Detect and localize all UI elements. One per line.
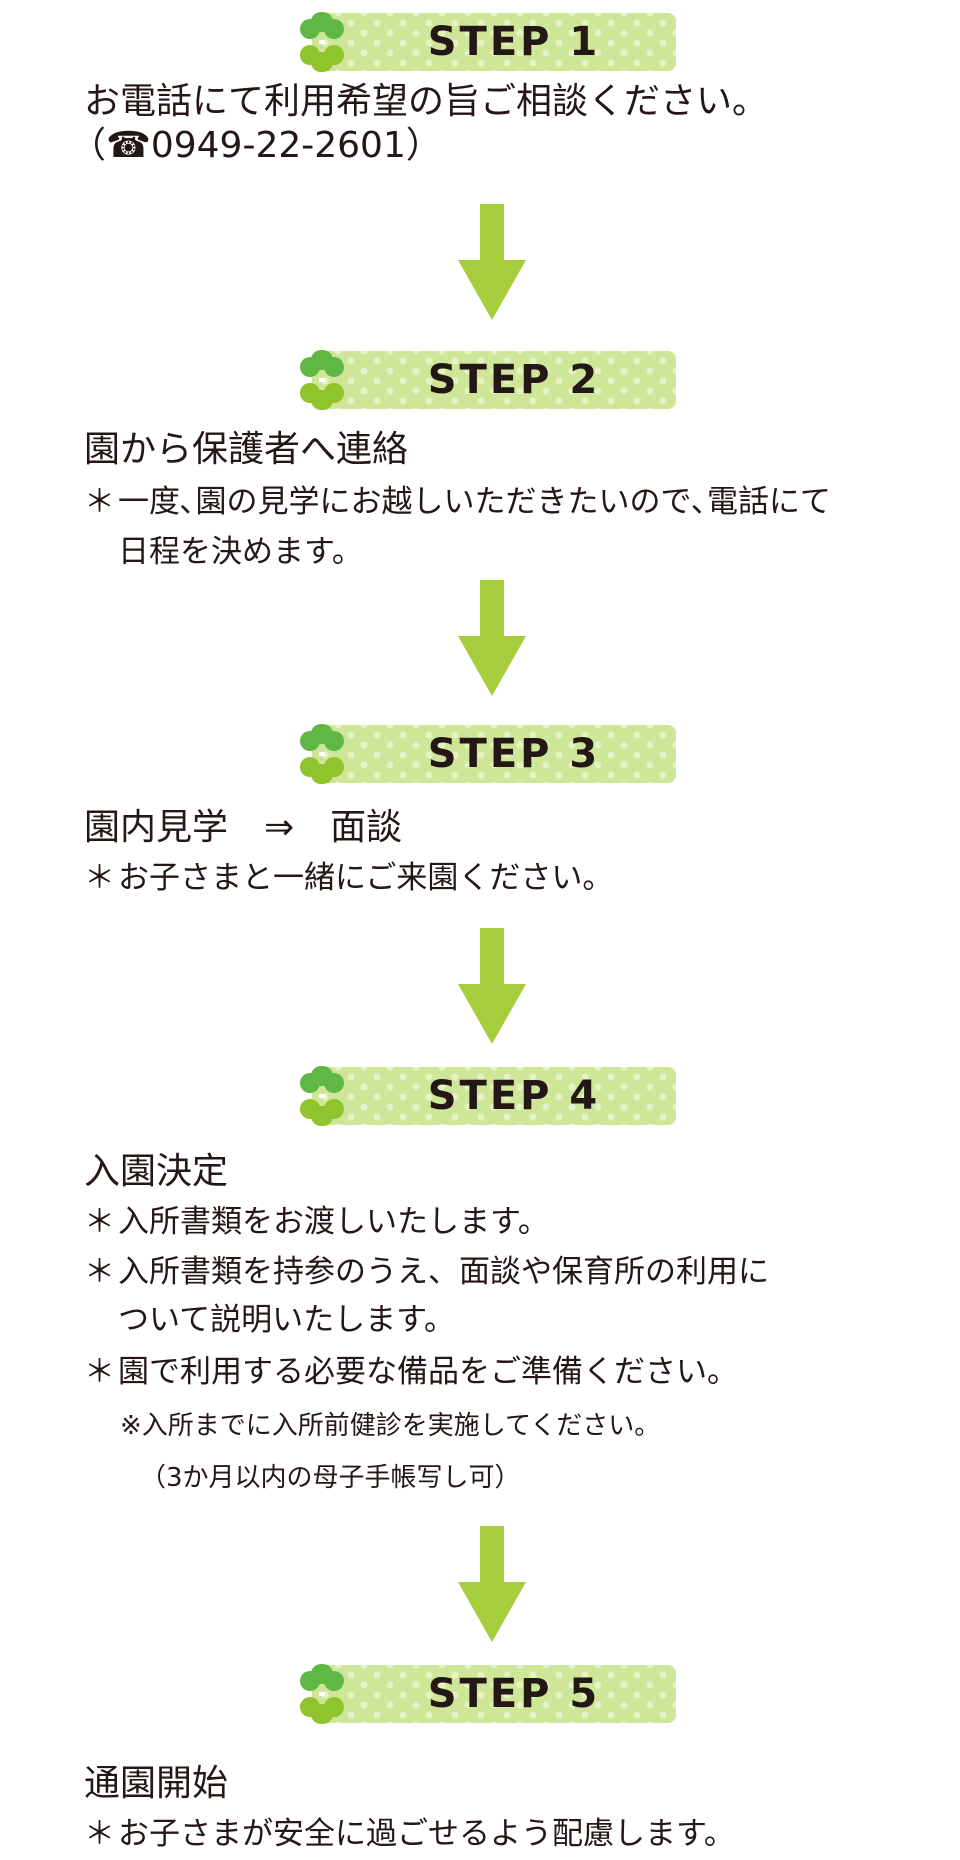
step-label: STEP 1 [427, 19, 601, 65]
note-mark: ＊ [84, 484, 115, 520]
step-2-heading: 園から保護者へ連絡 [84, 429, 409, 470]
step-4-heading: 入園決定 [84, 1151, 229, 1192]
arrow-down-icon [458, 1526, 526, 1642]
step-4-note-1: ＊入所書類をお渡しいたします。 [84, 1200, 549, 1244]
step-2-note: ＊一度､園の見学にお越しいただきたいので､電話にて [84, 480, 831, 524]
step-4-note-2-cont: ついて説明いたします。 [118, 1302, 455, 1338]
step-label: STEP 3 [427, 731, 601, 777]
step-2-banner: STEP 2 [290, 350, 678, 410]
step-3-note: ＊お子さまと一緒にご来園ください。 [84, 856, 613, 900]
step-4-banner: STEP 4 [290, 1066, 678, 1126]
step-banner-bar [312, 725, 676, 783]
step-label: STEP 4 [427, 1073, 601, 1119]
step-5-banner: STEP 5 [290, 1664, 678, 1724]
step-4-note-3: ＊園で利用する必要な備品をご準備ください。 [84, 1350, 738, 1394]
step-3-banner: STEP 3 [290, 724, 678, 784]
arrow-down-icon [458, 928, 526, 1044]
note-mark: ＊ [84, 1254, 115, 1290]
step-5-note: ＊お子さまが安全に過ごせるよう配慮します。 [84, 1812, 735, 1856]
arrow-down-icon [458, 580, 526, 696]
note-mark: ＊ [84, 860, 115, 896]
step-1-instruction: お電話にて利用希望の旨ご相談ください。 [84, 81, 769, 122]
note-text: 園で利用する必要な備品をご準備ください。 [118, 1354, 738, 1390]
step-label: STEP 5 [427, 1671, 601, 1717]
step-banner-bar [312, 351, 676, 409]
step-2-note-cont: 日程を決めます。 [118, 534, 363, 570]
clover-icon [300, 12, 344, 72]
step-5-heading: 通園開始 [84, 1763, 229, 1804]
clover-icon [300, 1066, 344, 1126]
sub-note-mark: ※ [120, 1411, 142, 1441]
arrow-down-icon [458, 204, 526, 320]
step-label: STEP 2 [427, 357, 601, 403]
note-text: 入所書類をお渡しいたします。 [118, 1204, 549, 1240]
step-banner-bar [312, 1067, 676, 1125]
step-4-sub-note-2: （3か月以内の母子手帳写し可） [140, 1463, 521, 1493]
note-mark: ＊ [84, 1816, 115, 1852]
clover-icon [300, 350, 344, 410]
step-banner-bar [312, 1665, 676, 1723]
step-banner-bar [312, 13, 676, 71]
step-4-note-2: ＊入所書類を持参のうえ、面談や保育所の利用に [84, 1250, 769, 1294]
note-text: 一度､園の見学にお越しいただきたいので､電話にて [118, 484, 831, 520]
step-3-heading: 園内見学 ⇒ 面談 [84, 807, 403, 848]
step-4-sub-note: ※入所までに入所前健診を実施してください。 [120, 1408, 660, 1444]
note-mark: ＊ [84, 1354, 115, 1390]
step-1-phone: （☎0949-22-2601） [70, 125, 442, 166]
note-mark: ＊ [84, 1204, 115, 1240]
note-text: 入所書類を持参のうえ、面談や保育所の利用に [118, 1254, 769, 1290]
clover-icon [300, 724, 344, 784]
note-text: お子さまと一緒にご来園ください。 [118, 860, 614, 896]
sub-note-text: 入所までに入所前健診を実施してください。 [141, 1411, 661, 1441]
note-text: お子さまが安全に過ごせるよう配慮します。 [118, 1816, 735, 1852]
step-1-banner: STEP 1 [290, 12, 678, 72]
clover-icon [300, 1664, 344, 1724]
